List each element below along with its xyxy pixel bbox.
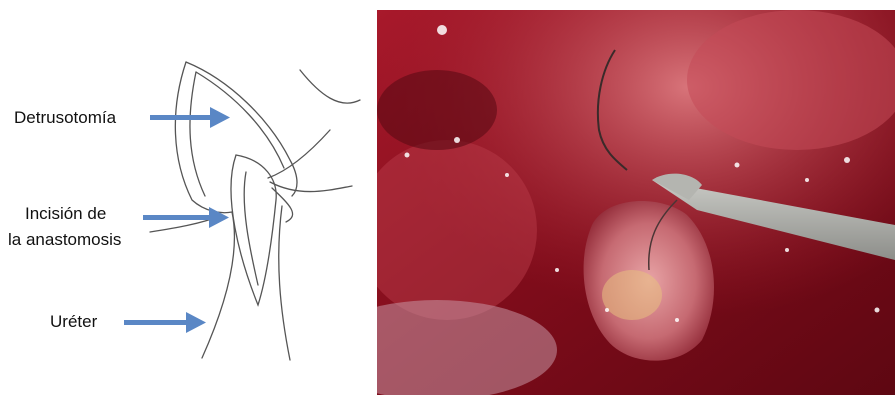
ureter-label: Uréter — [50, 312, 97, 332]
right-arrow-icon — [124, 312, 206, 333]
right-arrow-icon — [143, 207, 229, 228]
incision-label-line2: la anastomosis — [8, 230, 121, 250]
surgical-photo — [377, 10, 895, 395]
schematic-drawing — [0, 0, 377, 395]
bladder-sketch — [150, 62, 360, 360]
detrusotomy-label: Detrusotomía — [14, 108, 116, 128]
surgical-photo-illustration — [377, 10, 895, 395]
incision-label-line1: Incisión de — [25, 204, 106, 224]
arrows — [124, 107, 230, 333]
